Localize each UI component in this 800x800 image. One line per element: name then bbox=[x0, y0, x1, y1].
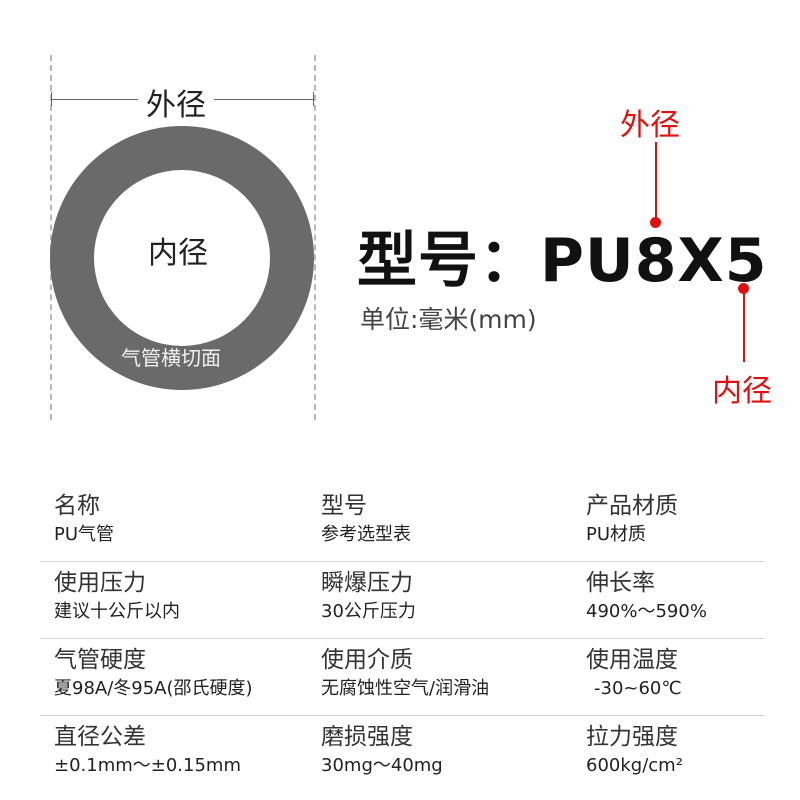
spec-cell: 伸长率 490%～590% bbox=[586, 562, 707, 625]
spec-heading: 使用温度 bbox=[586, 647, 678, 673]
outer-diameter-label: 外径 bbox=[138, 80, 214, 124]
spec-value: 490%～590% bbox=[586, 601, 707, 622]
spec-value: 30mg～40mg bbox=[321, 755, 443, 776]
spec-value: 参考选型表 bbox=[321, 524, 411, 545]
outer-callout-line bbox=[655, 142, 657, 222]
spec-cell: 使用压力 建议十公斤以内 bbox=[54, 562, 180, 625]
outer-diameter-callout: 外径 bbox=[620, 108, 680, 143]
spec-cell: 使用介质 无腐蚀性空气/润滑油 bbox=[321, 639, 489, 702]
spec-cell: 直径公差 ±0.1mm～±0.15mm bbox=[54, 716, 241, 779]
spec-heading: 使用介质 bbox=[321, 647, 413, 673]
spec-cell: 瞬爆压力 30公斤压力 bbox=[321, 562, 416, 625]
spec-heading: 伸长率 bbox=[586, 570, 655, 596]
outer-callout-dot bbox=[650, 217, 661, 228]
spec-value: 无腐蚀性空气/润滑油 bbox=[321, 678, 490, 699]
spec-value: 夏98A/冬95A(邵氏硬度) bbox=[54, 678, 253, 699]
tube-bore bbox=[94, 170, 270, 346]
spec-heading: 直径公差 bbox=[54, 724, 146, 750]
inner-diameter-callout: 内径 bbox=[712, 374, 772, 409]
spec-heading: 磨损强度 bbox=[321, 724, 413, 750]
spec-row: 气管硬度 夏98A/冬95A(邵氏硬度) 使用介质 无腐蚀性空气/润滑油 使用温… bbox=[40, 639, 765, 716]
inner-callout-dot bbox=[738, 283, 749, 294]
cross-section-label: 气管横切面 bbox=[121, 346, 221, 370]
spec-value: ±0.1mm～±0.15mm bbox=[54, 755, 242, 776]
spec-cell: 名称 PU气管 bbox=[54, 485, 114, 548]
spec-row: 使用压力 建议十公斤以内 瞬爆压力 30公斤压力 伸长率 490%～590% bbox=[40, 562, 765, 639]
spec-row: 直径公差 ±0.1mm～±0.15mm 磨损强度 30mg～40mg 拉力强度 … bbox=[40, 716, 765, 792]
model-title: 型号：PU8X5 bbox=[357, 226, 768, 296]
spec-cell: 磨损强度 30mg～40mg bbox=[321, 716, 443, 779]
spec-cell: 气管硬度 夏98A/冬95A(邵氏硬度) bbox=[54, 639, 253, 702]
inner-callout-line bbox=[743, 290, 745, 362]
spec-cell: 型号 参考选型表 bbox=[321, 485, 411, 548]
spec-value: PU材质 bbox=[586, 524, 647, 545]
spec-table: 名称 PU气管 型号 参考选型表 产品材质 PU材质 使用压力 建议十公斤以内 … bbox=[40, 485, 765, 792]
spec-heading: 气管硬度 bbox=[54, 647, 146, 673]
spec-heading: 名称 bbox=[54, 493, 100, 519]
spec-value: 建议十公斤以内 bbox=[54, 601, 180, 622]
spec-cell: 使用温度 -30~60℃ bbox=[586, 639, 682, 702]
spec-value: 30公斤压力 bbox=[321, 601, 416, 622]
unit-label: 单位:毫米(mm) bbox=[360, 305, 537, 334]
right-dashed-guide bbox=[314, 55, 316, 420]
spec-cell: 拉力强度 600kg/cm² bbox=[586, 716, 683, 779]
spec-heading: 瞬爆压力 bbox=[321, 570, 413, 596]
inner-diameter-label: 内径 bbox=[148, 236, 208, 271]
tube-ring bbox=[50, 126, 314, 390]
spec-value: 600kg/cm² bbox=[586, 755, 683, 776]
spec-heading: 型号 bbox=[321, 493, 367, 519]
spec-heading: 产品材质 bbox=[586, 493, 678, 519]
spec-value: -30~60℃ bbox=[594, 678, 682, 699]
spec-value: PU气管 bbox=[54, 524, 115, 545]
spec-heading: 使用压力 bbox=[54, 570, 146, 596]
spec-heading: 拉力强度 bbox=[586, 724, 678, 750]
spec-row: 名称 PU气管 型号 参考选型表 产品材质 PU材质 bbox=[40, 485, 765, 562]
spec-cell: 产品材质 PU材质 bbox=[586, 485, 678, 548]
